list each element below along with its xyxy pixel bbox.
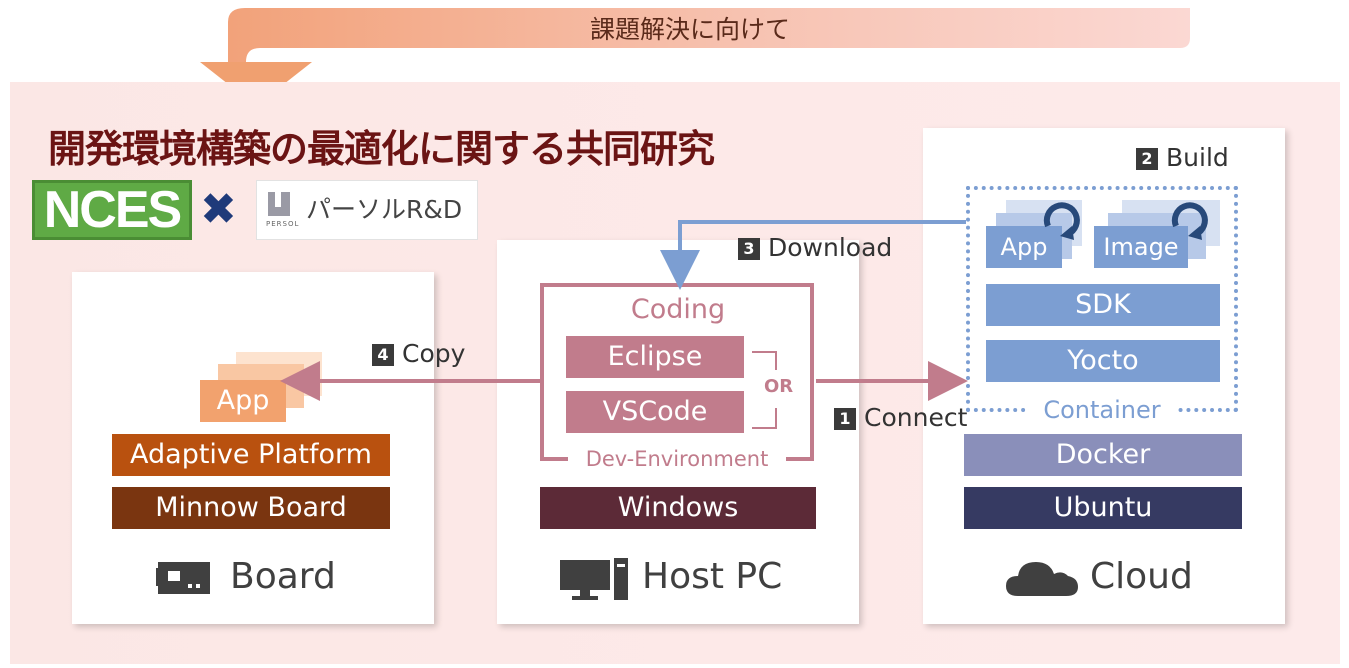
step-download: 3 Download — [738, 234, 892, 262]
step-number: 2 — [1136, 148, 1158, 170]
docker-bar: Docker — [964, 434, 1242, 476]
board-label: Board — [230, 556, 336, 597]
step-copy: 4 Copy — [372, 340, 465, 368]
step-build: 2 Build — [1136, 144, 1229, 172]
board-app-box: App — [200, 380, 286, 422]
banner-text: 課題解決に向けて — [589, 15, 790, 44]
or-label: OR — [764, 376, 794, 397]
cloud-icon — [1006, 562, 1078, 596]
image-build-cycle-icon — [1171, 202, 1208, 240]
download-arrow — [660, 220, 966, 290]
coding-label: Coding — [630, 294, 726, 325]
step-text: Copy — [402, 339, 466, 368]
step-number: 4 — [372, 344, 394, 366]
container-label: Container — [1028, 396, 1176, 424]
host-pc-icon — [560, 558, 628, 600]
or-bracket — [752, 351, 777, 429]
step-connect: 1 Connect — [834, 404, 967, 432]
cloud-image-box: Image — [1094, 226, 1188, 268]
step-text: Connect — [864, 403, 968, 432]
times-icon: ✖ — [200, 184, 237, 235]
persol-logo — [256, 180, 478, 240]
yocto-bar: Yocto — [986, 340, 1220, 382]
cloud-app-box: App — [986, 226, 1062, 268]
app-build-cycle-icon — [1043, 202, 1080, 240]
step-text: Download — [768, 233, 893, 262]
adaptive-platform-bar: Adaptive Platform — [112, 434, 390, 476]
step-number: 1 — [834, 408, 856, 430]
board-icon — [156, 562, 210, 594]
minnow-board-bar: Minnow Board — [112, 487, 390, 529]
step-text: Build — [1166, 143, 1229, 172]
host-pc-label: Host PC — [642, 556, 783, 597]
cloud-label: Cloud — [1090, 556, 1193, 597]
page-title: 開発環境構築の最適化に関する共同研究 — [48, 127, 715, 171]
persol-small-text: PERSOL — [266, 220, 300, 228]
persol-mark-cut — [275, 192, 281, 207]
vscode-bar: VSCode — [566, 391, 744, 433]
nces-logo: NCES — [32, 180, 192, 240]
sdk-bar: SDK — [986, 284, 1220, 326]
ubuntu-bar: Ubuntu — [964, 487, 1242, 529]
banner-band — [228, 0, 1190, 66]
eclipse-bar: Eclipse — [566, 336, 744, 378]
windows-bar: Windows — [540, 487, 816, 529]
step-number: 3 — [738, 238, 760, 260]
dev-environment-label: Dev-Environment — [568, 446, 786, 472]
persol-text: パーソルR&D — [306, 195, 463, 224]
